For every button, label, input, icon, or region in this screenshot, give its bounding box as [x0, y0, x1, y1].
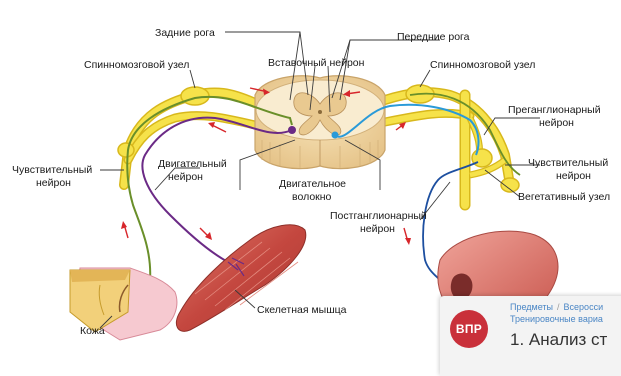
label-ventral-horns: Передние рога: [397, 31, 470, 43]
task-heading: 1. Анализ ст: [510, 330, 607, 350]
breadcrumb: Предметы / Всеросси: [510, 302, 603, 312]
motor-neuron-soma: [288, 126, 296, 134]
label-motor-fiber-2: волокно: [292, 191, 332, 203]
label-motor-fiber-1: Двигательное: [279, 178, 346, 190]
breadcrumb-separator: /: [557, 302, 560, 312]
label-skeletal-muscle: Скелетная мышца: [257, 304, 347, 316]
left-end-bulb: [118, 143, 134, 157]
label-motor-1: Двигательный: [158, 158, 227, 170]
breadcrumb-training-variants-link[interactable]: Тренировочные вариа: [510, 314, 603, 324]
label-sensory-left-1: Чувствительный: [12, 164, 92, 176]
right-end-bulb: [501, 178, 519, 192]
label-sensory-right-1: Чувствительный: [528, 157, 608, 169]
label-dorsal-horns: Задние рога: [155, 27, 215, 39]
label-sensory-left-2: нейрон: [36, 177, 71, 189]
breadcrumb-subjects-link[interactable]: Предметы: [510, 302, 553, 312]
autonomic-ganglion-shape: [472, 149, 492, 167]
label-autonomic-ganglion: Вегетативный узел: [518, 191, 610, 203]
label-motor-2: нейрон: [168, 171, 203, 183]
vpr-logo-text: ВПР: [456, 322, 482, 336]
label-preganglionic-2: нейрон: [539, 117, 574, 129]
label-preganglionic-1: Преганглионарный: [508, 104, 601, 116]
label-spinal-ganglion-right: Спинномозговой узел: [430, 59, 535, 71]
label-postganglionic-2: нейрон: [360, 223, 395, 235]
label-sensory-right-2: нейрон: [556, 170, 591, 182]
spinal-cord-section: [255, 76, 385, 169]
label-spinal-ganglion-left: Спинномозговой узел: [84, 59, 189, 71]
breadcrumb-all-russian-link[interactable]: Всеросси: [564, 302, 604, 312]
vpr-logo[interactable]: ВПР: [450, 310, 488, 348]
label-interneuron: Вставочный нейрон: [268, 57, 365, 69]
label-postganglionic-1: Постганглионарный: [330, 210, 427, 222]
label-skin: Кожа: [80, 325, 105, 337]
vpr-overlay-card[interactable]: ВПР Предметы / Всеросси Тренировочные вари…: [440, 296, 621, 376]
